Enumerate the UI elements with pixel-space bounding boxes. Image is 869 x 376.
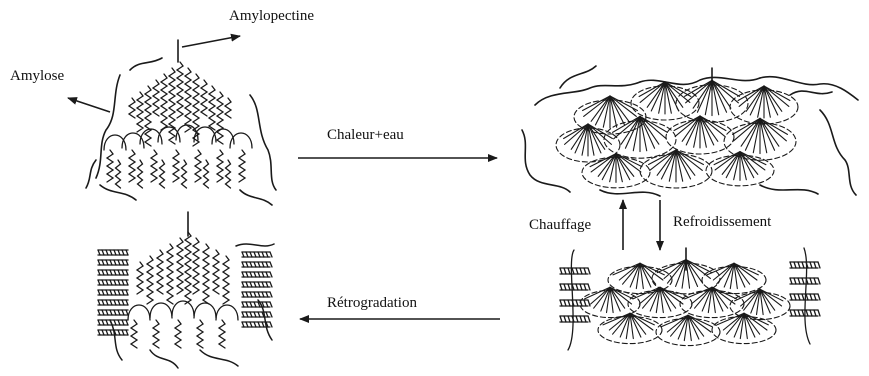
retrograded-granule: [98, 212, 274, 368]
retro-helix-right: [242, 272, 272, 277]
lamella-helix: [129, 150, 135, 182]
retro-helix-left: [98, 290, 128, 295]
double-helix-strand: [560, 316, 590, 322]
retro-helix-right: [242, 312, 272, 317]
retro-fan: [656, 315, 720, 345]
retro-helix-chain: [177, 238, 183, 294]
double-helix-strand: [790, 278, 820, 284]
retro-lower-helix: [175, 320, 181, 348]
helix-chain: [137, 92, 143, 132]
retro-helix-chain: [203, 244, 209, 304]
label-retrogradation: Rétrogradation: [327, 296, 417, 311]
retro-lower-helix: [153, 320, 159, 348]
retro-helix-chain: [193, 238, 199, 294]
retro-lamellae: [128, 232, 238, 348]
retro-helix-left: [98, 260, 128, 265]
lamella-helix: [173, 150, 179, 182]
lamella-helix: [116, 160, 121, 188]
label-chaleur-eau: Chaleur+eau: [327, 128, 404, 143]
retro-helix-chain: [157, 250, 163, 294]
retro-helix-right: [242, 292, 272, 297]
retro-lower-helix: [219, 320, 225, 348]
retro-fan: [628, 287, 692, 317]
retro-helix-chain: [137, 262, 143, 294]
helix-chain: [209, 86, 215, 130]
retrograded-gel: [560, 248, 820, 350]
retro-helix-left: [98, 250, 128, 255]
amylopectin-lamellae: [104, 125, 252, 188]
swollen-fan: [631, 82, 699, 120]
amylose-double-helix-right: [790, 248, 820, 344]
double-helix-strand: [560, 268, 590, 274]
helix-chain: [145, 86, 151, 146]
retro-helix-chain: [147, 256, 153, 304]
retro-helix-left: [98, 270, 128, 275]
helix-chain: [201, 80, 207, 116]
helix-chain: [177, 62, 183, 118]
double-helix-strand: [560, 300, 590, 306]
retro-helix-right: [242, 262, 272, 267]
lamella-helix: [204, 160, 209, 188]
amylopectine-pointer-arrow: [182, 36, 240, 47]
retro-helices-right: [242, 252, 272, 327]
retro-helix-right: [242, 302, 272, 307]
retro-lower-helix: [131, 320, 137, 348]
swollen-fan: [706, 152, 774, 186]
retro-helix-left: [98, 280, 128, 285]
retro-helix-right: [242, 252, 272, 257]
label-chauffage: Chauffage: [529, 218, 591, 233]
swollen-fan: [604, 116, 676, 158]
double-helix-strand: [790, 262, 820, 268]
retro-arch: [128, 305, 150, 320]
lamella-helix: [226, 160, 231, 188]
gelatinized-starch: [522, 66, 858, 196]
helix-chain: [169, 68, 175, 144]
lamella-helix: [182, 160, 187, 188]
label-refroidissement: Refroidissement: [673, 215, 771, 230]
retro-helix-chain: [185, 232, 191, 304]
label-amylose: Amylose: [10, 69, 64, 84]
retro-helix-right: [242, 282, 272, 287]
helix-chain: [225, 98, 231, 118]
lamella-helix: [138, 160, 143, 188]
lamella-helix: [195, 150, 201, 182]
helix-chain: [161, 74, 167, 130]
retro-helix-chain: [213, 250, 219, 294]
retro-arch: [172, 301, 194, 316]
swollen-amylopectin-fans: [556, 80, 798, 188]
retro-helices-left: [98, 250, 128, 335]
retro-gel-fans: [580, 260, 790, 346]
retro-helix-left: [98, 300, 128, 305]
retro-arch: [194, 303, 216, 318]
retro-arch: [216, 305, 238, 320]
lamella-helix: [151, 150, 157, 182]
retro-helix-chain: [167, 244, 173, 304]
retro-helix-chain: [223, 256, 229, 304]
native-starch-granule: [86, 40, 276, 205]
helix-chain: [153, 80, 159, 116]
lamella-helix: [217, 150, 223, 182]
retro-arch: [150, 303, 172, 318]
retro-fan: [680, 287, 744, 317]
helix-chain: [185, 68, 191, 132]
swollen-fan: [640, 150, 712, 188]
lamella-helix: [239, 150, 245, 182]
double-helix-strand: [560, 284, 590, 290]
retro-lower-helix: [197, 320, 203, 348]
lamella-helix: [107, 150, 113, 182]
helix-chain: [217, 92, 223, 144]
amylose-pointer-arrow: [68, 98, 110, 112]
amylose-double-helix-left: [560, 250, 590, 350]
lamella-helix: [160, 160, 165, 188]
label-amylopectine: Amylopectine: [229, 9, 314, 24]
retro-helix-left: [98, 320, 128, 325]
retro-helix-right: [242, 322, 272, 327]
retro-helix-left: [98, 310, 128, 315]
helix-chain: [129, 98, 135, 118]
